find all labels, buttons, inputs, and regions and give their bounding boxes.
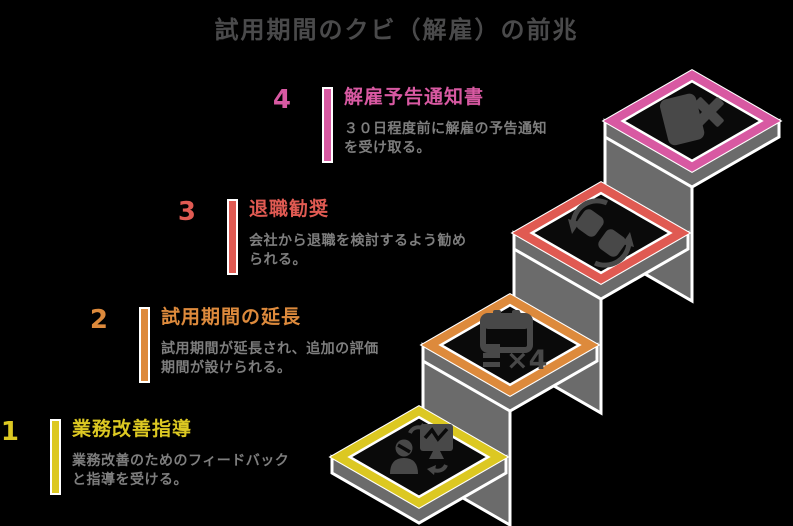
step-4-description: ３０日程度前に解雇の予告通知 を受け取る。 xyxy=(344,120,547,157)
step-1-inner-ring xyxy=(347,415,491,499)
step-1-block xyxy=(328,404,510,525)
step-1-description: 業務改善のためのフィードバック と指導を受ける。 xyxy=(72,452,289,489)
document-x-icon xyxy=(659,93,724,146)
step-1-color-ring xyxy=(330,406,508,508)
person-chart-feedback-icon xyxy=(390,423,453,475)
exchange-boxes-icon xyxy=(568,198,634,268)
step-description-line: を受け取る。 xyxy=(344,139,431,156)
step-3-color-ring xyxy=(512,182,690,284)
step-description-line: 期間が設けられる。 xyxy=(161,359,292,376)
step-1-title: 業務改善指導 xyxy=(72,418,193,440)
step-2-title: 試用期間の延長 xyxy=(161,306,302,328)
step-3-bar xyxy=(227,199,238,275)
step-3-description: 会社から退職を検討するよう勧め られる。 xyxy=(249,232,467,269)
page-title: 試用期間のクビ（解雇）の前兆 xyxy=(214,16,579,44)
step-1-bar xyxy=(50,419,61,495)
step-2-number: 2 xyxy=(89,305,108,335)
step-description-line: 業務改善のためのフィードバック xyxy=(72,453,290,469)
step-4-color-ring xyxy=(603,70,781,172)
step-2-description: 試用期間が延長され、追加の評価 期間が設けられる。 xyxy=(161,340,379,377)
step-3-title: 退職勧奨 xyxy=(249,198,330,220)
step-2-bar xyxy=(139,307,150,383)
calendar-x4-label: ×4 xyxy=(506,345,547,376)
step-4-bar xyxy=(322,87,333,163)
step-1-number: 1 xyxy=(0,417,19,447)
step-description-line: 試用期間が延長され、追加の評価 xyxy=(161,341,379,357)
step-description-line: と指導を受ける。 xyxy=(72,471,188,488)
step-3-inner-ring xyxy=(529,191,673,275)
step-3-number: 3 xyxy=(177,197,196,227)
step-4-inner-ring xyxy=(620,79,764,163)
step-4-number: 4 xyxy=(272,85,291,115)
step-4-title: 解雇予告通知書 xyxy=(344,86,485,108)
step-description-line: 会社から退職を検討するよう勧め xyxy=(249,233,467,249)
step-2-inner-ring xyxy=(438,303,582,387)
calendar-x4-icon: ×4 xyxy=(480,310,547,376)
step-description-line: ３０日程度前に解雇の予告通知 xyxy=(344,121,547,137)
step-2-color-ring xyxy=(421,294,599,396)
step-description-line: られる。 xyxy=(249,251,307,268)
